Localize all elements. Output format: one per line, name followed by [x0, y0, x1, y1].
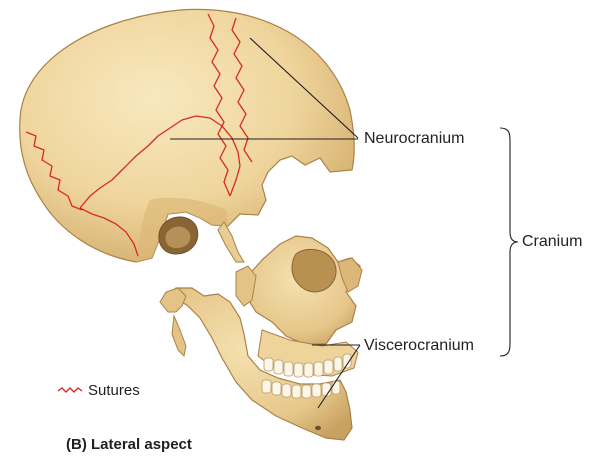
viscerocranium-label: Viscerocranium: [364, 337, 474, 355]
styloid-process: [218, 222, 244, 262]
cranium-brace: [500, 128, 518, 356]
neurocranium-label: Neurocranium: [364, 130, 464, 148]
styloid-fragment: [172, 316, 186, 356]
mental-foramen: [315, 426, 321, 430]
sutures-legend-label: Sutures: [88, 382, 140, 400]
figure-caption: (B) Lateral aspect: [66, 436, 192, 454]
mandibular-condyle: [160, 288, 186, 312]
cranium-label: Cranium: [522, 233, 582, 251]
sutures-legend-swatch: [58, 388, 82, 392]
